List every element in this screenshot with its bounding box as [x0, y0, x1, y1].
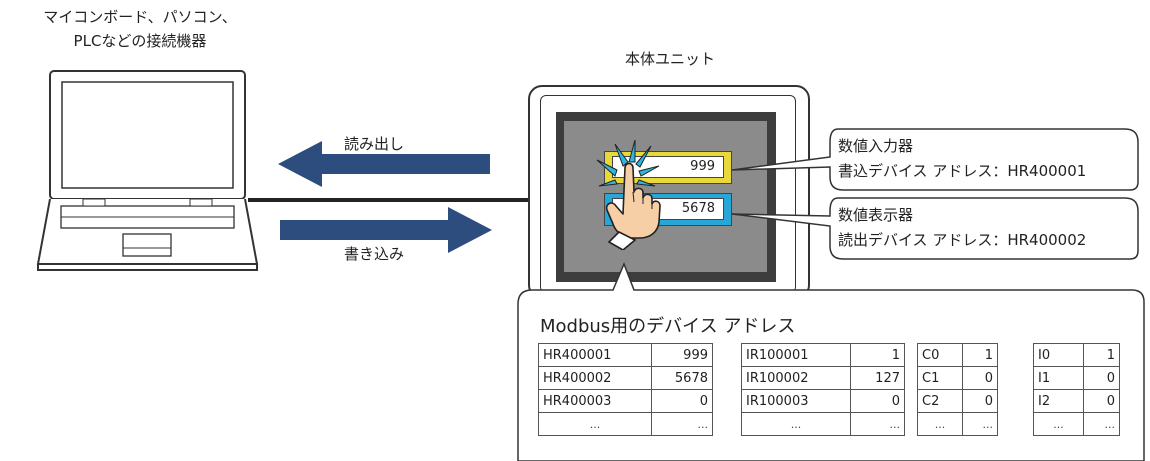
address-cell: IR100002	[741, 366, 851, 390]
modbus-title: Modbus用のデバイス アドレス	[540, 316, 796, 337]
address-cell: ...	[917, 412, 963, 436]
value-cell: 127	[850, 366, 905, 390]
input-callout-detail: 書込デバイス アドレス：HR400001	[838, 162, 1087, 180]
unit-title: 本体ユニット	[624, 50, 715, 68]
address-cell: IR100001	[741, 343, 851, 367]
address-cell: ...	[538, 412, 652, 436]
value-cell: ...	[962, 412, 998, 436]
address-cell: IR100003	[741, 389, 851, 413]
value-cell: 5678	[651, 366, 713, 390]
value-cell: 1	[850, 343, 905, 367]
address-cell: I0	[1033, 343, 1084, 367]
write-arrow-icon	[280, 207, 492, 253]
value-cell: 0	[1083, 366, 1120, 390]
address-cell: C0	[917, 343, 963, 367]
table-row: ......	[741, 412, 905, 436]
value-cell: ...	[850, 412, 905, 436]
pc-label-line1: マイコンボード、パソコン、	[43, 8, 237, 26]
address-cell: ...	[741, 412, 851, 436]
read-label: 読み出し	[344, 135, 405, 153]
write-label: 書き込み	[344, 245, 405, 263]
value-cell: 1	[962, 343, 998, 367]
value-cell: 0	[962, 389, 998, 413]
value-cell: ...	[651, 412, 713, 436]
value-cell: 999	[651, 343, 713, 367]
laptop-icon	[36, 70, 259, 271]
value-cell: 0	[962, 366, 998, 390]
input-callout-bubble	[731, 128, 1139, 191]
address-cell: HR400003	[538, 389, 652, 413]
address-cell: I1	[1033, 366, 1084, 390]
value-cell: 0	[1083, 389, 1120, 413]
value-cell: ...	[1083, 412, 1120, 436]
table-row: ......	[917, 412, 998, 436]
address-cell: I2	[1033, 389, 1084, 413]
connection-cable	[248, 198, 528, 202]
display-callout-title: 数値表示器	[838, 206, 914, 224]
read-arrow-icon	[278, 141, 490, 187]
value-cell: 0	[651, 389, 713, 413]
input-callout-title: 数値入力器	[838, 137, 914, 155]
address-cell: C2	[917, 389, 963, 413]
table-row: ......	[538, 412, 713, 436]
address-cell: HR400001	[538, 343, 652, 367]
pc-label-line2: PLCなどの接続機器	[73, 32, 207, 50]
touch-hand-icon	[596, 140, 661, 250]
address-cell: HR400002	[538, 366, 652, 390]
address-cell: ...	[1033, 412, 1084, 436]
address-cell: C1	[917, 366, 963, 390]
table-row: ......	[1033, 412, 1120, 436]
display-callout-bubble	[731, 197, 1139, 260]
value-cell: 1	[1083, 343, 1120, 367]
value-cell: 0	[850, 389, 905, 413]
display-callout-detail: 読出デバイス アドレス：HR400002	[838, 231, 1087, 249]
